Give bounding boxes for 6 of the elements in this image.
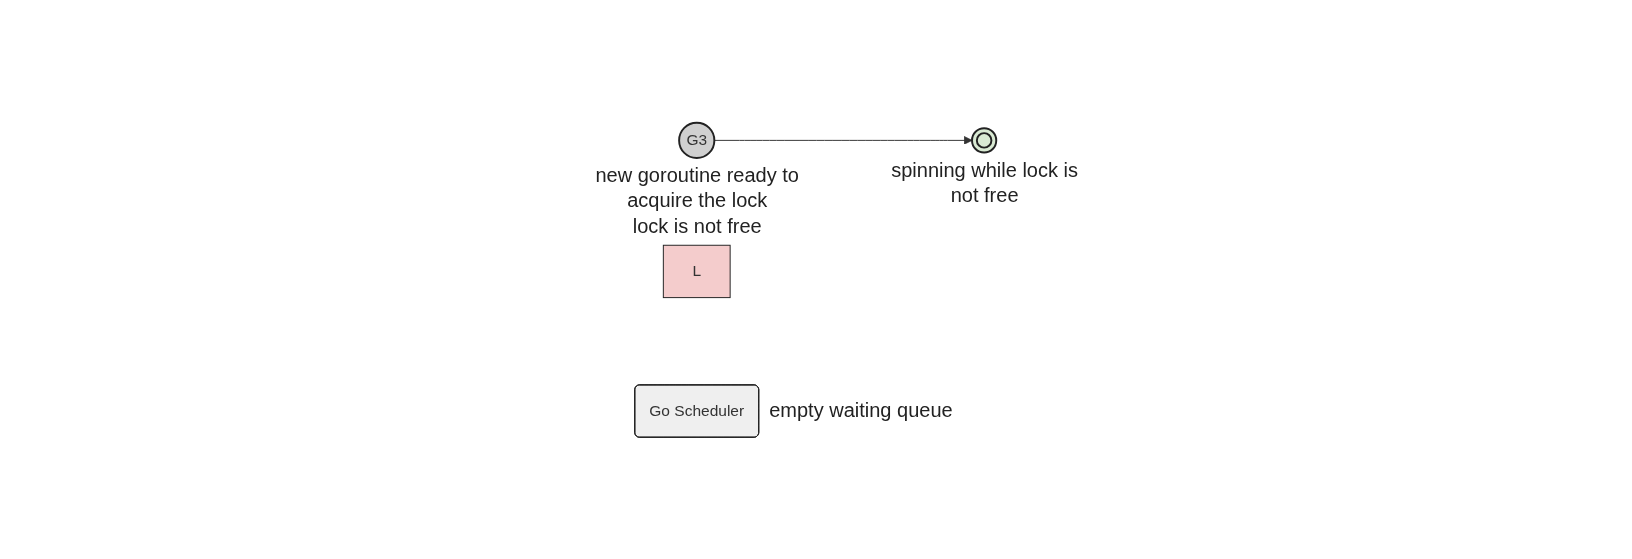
node-caption: lock is not free: [631, 213, 763, 239]
node-circle: [971, 126, 998, 153]
node-box: L: [663, 244, 732, 298]
node-caption: empty waiting queue: [769, 398, 954, 424]
node-circle: G3: [678, 121, 716, 159]
node-caption: spinning while lock is not free: [890, 158, 1079, 208]
